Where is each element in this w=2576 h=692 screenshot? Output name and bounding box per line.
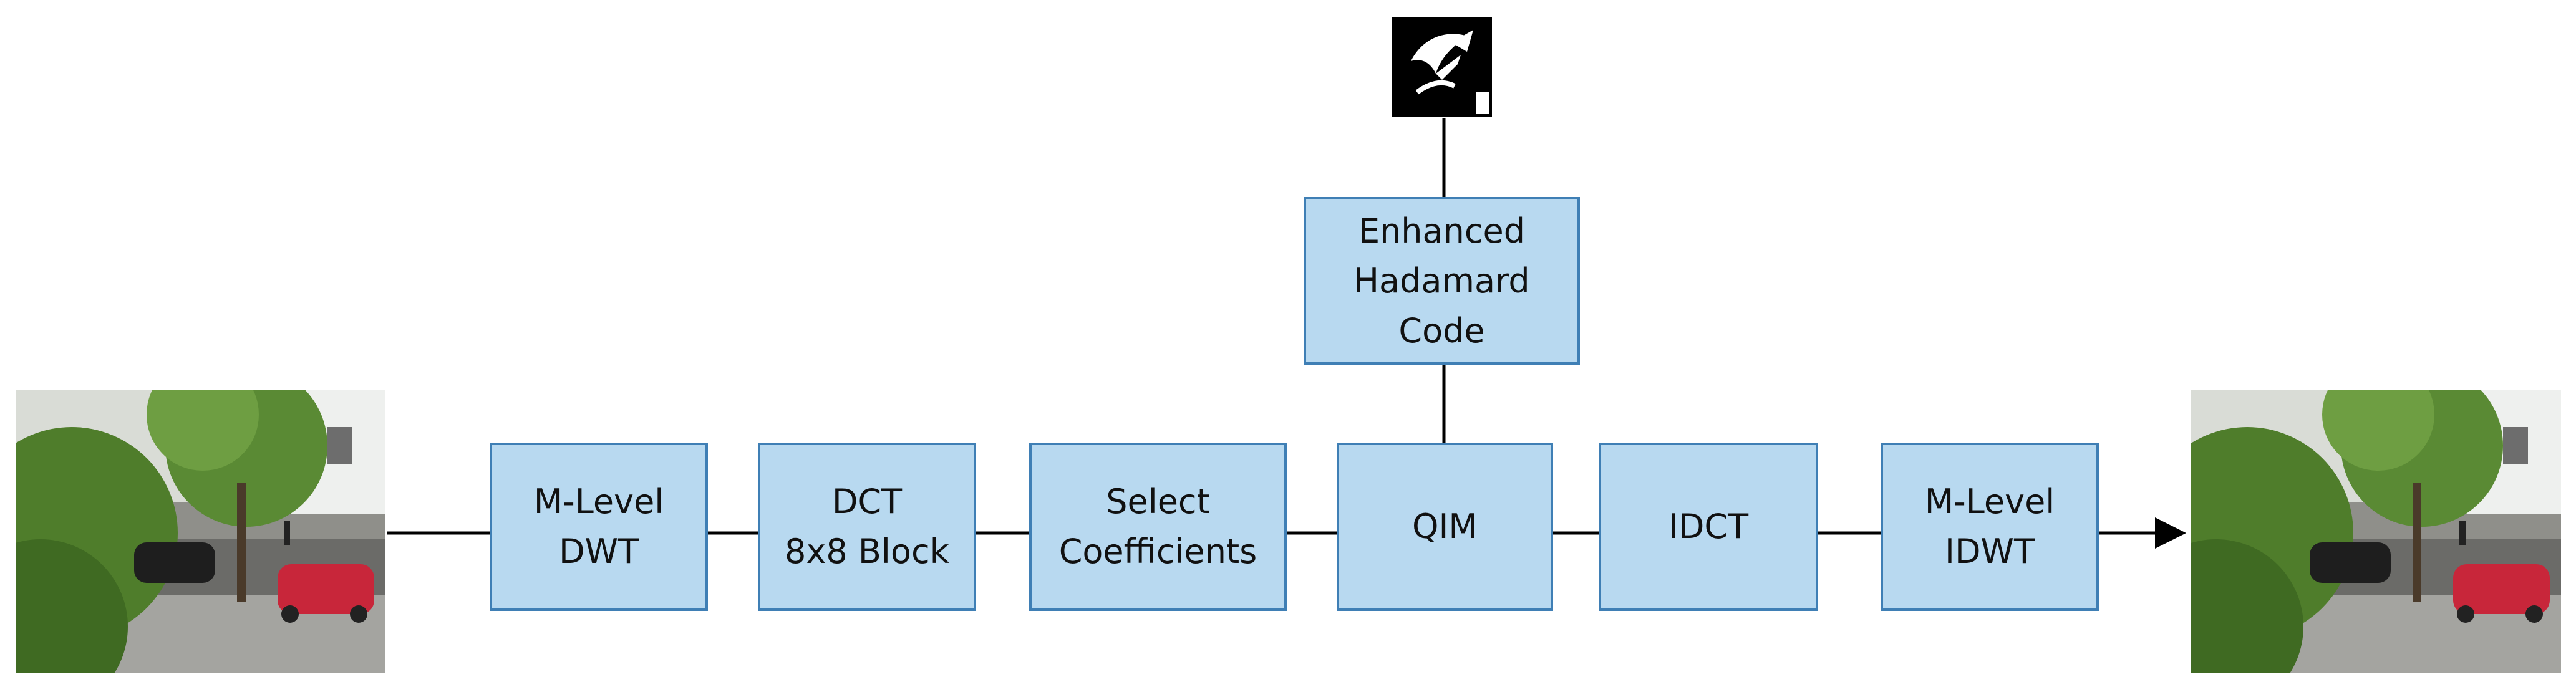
block-label: DCT xyxy=(831,482,903,521)
block-label: QIM xyxy=(1411,507,1478,546)
block-label: DWT xyxy=(559,532,639,571)
block-label: Code xyxy=(1398,310,1485,350)
output-watermarked-image xyxy=(2191,390,2561,673)
enhanced-hadamard-code-block: Enhanced Hadamard Code xyxy=(1304,197,1580,365)
block-label: Select xyxy=(1106,482,1210,521)
qim-block: QIM xyxy=(1337,443,1553,611)
select-coefficients-block: Select Coefficients xyxy=(1029,443,1287,611)
m-level-dwt-block: M-Level DWT xyxy=(490,443,708,611)
block-label: 8x8 Block xyxy=(785,532,949,571)
block-label: IDWT xyxy=(1945,532,2035,571)
block-label: IDCT xyxy=(1668,507,1749,546)
watermark-logo-image xyxy=(1392,17,1492,117)
m-level-idwt-block: M-Level IDWT xyxy=(1881,443,2099,611)
block-label: M-Level xyxy=(533,482,664,521)
block-label: Coefficients xyxy=(1058,532,1257,571)
input-host-image xyxy=(16,390,385,673)
dct-8x8-block: DCT 8x8 Block xyxy=(758,443,976,611)
idct-block: IDCT xyxy=(1599,443,1818,611)
block-label: Hadamard xyxy=(1353,261,1530,300)
block-label: M-Level xyxy=(1924,482,2055,521)
block-label: Enhanced xyxy=(1358,211,1526,251)
